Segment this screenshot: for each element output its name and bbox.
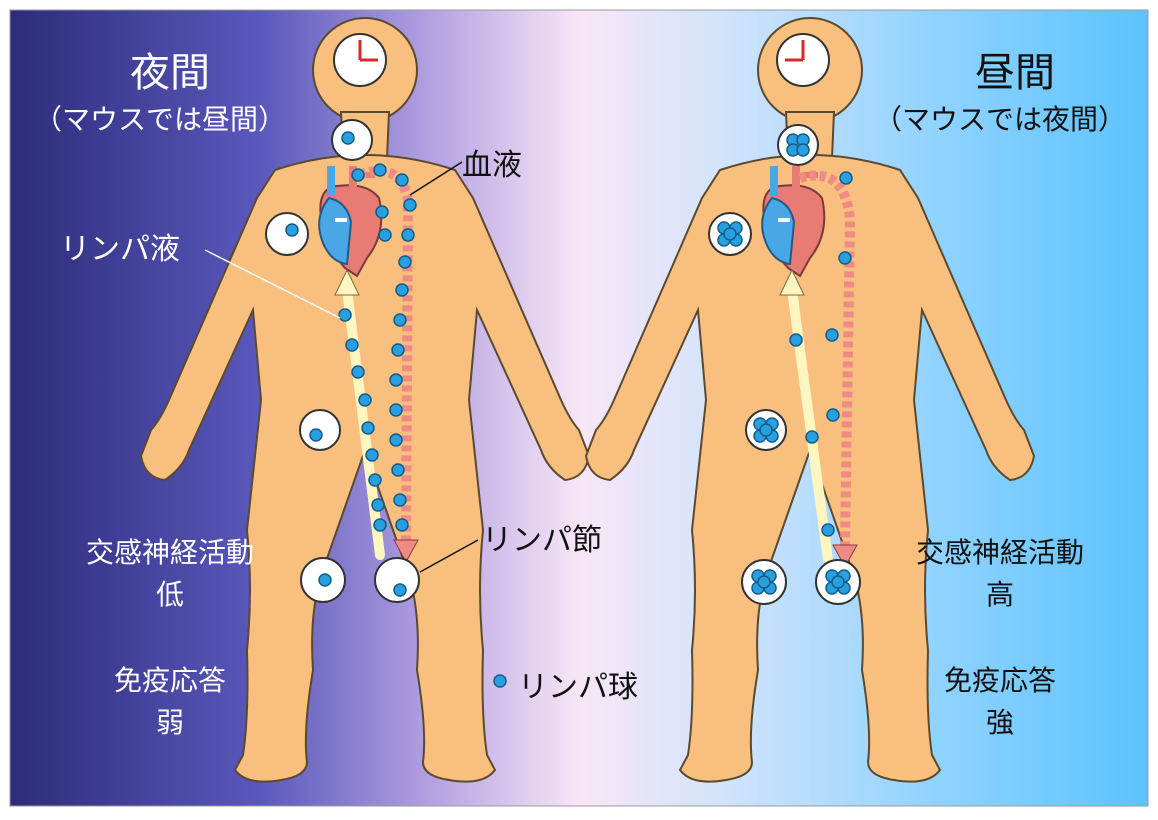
day-title: 昼間	[975, 50, 1055, 96]
night-nerve-text: 交感神経活動	[85, 536, 254, 569]
lymphocyte-legend-label: リンパ球	[518, 670, 638, 705]
night-clock-icon	[333, 33, 387, 87]
diagram-frame	[9, 9, 1149, 807]
day-lymph-node-groin	[745, 409, 787, 451]
lymph-node-leader-line	[419, 539, 479, 573]
day-clock-icon	[776, 33, 830, 87]
day-blood-path	[798, 170, 856, 546]
day-nerve-text: 交感神経活動	[915, 536, 1084, 569]
day-lymph-arrowhead	[779, 268, 805, 296]
day-lymph-node-knee-left	[741, 559, 787, 605]
lymph-fluid-leader-line	[204, 249, 341, 319]
day-blood-arrowhead	[832, 544, 858, 569]
night-immune-label: 免疫応答 弱	[30, 660, 310, 744]
lymph-node-callout: リンパ節	[482, 523, 602, 558]
lymphocyte-legend-marker	[493, 674, 507, 688]
night-blood-arrowhead	[393, 539, 419, 564]
day-nerve-label: 交感神経活動 高	[860, 532, 1140, 616]
night-nerve-label: 交感神経活動 低	[30, 532, 310, 616]
day-nerve-level: 高	[985, 578, 1014, 611]
night-lymph-arrowhead	[334, 268, 360, 296]
night-lymph-node-knee-right	[374, 557, 420, 603]
day-subtitle: （マウスでは夜間）	[873, 103, 1126, 136]
night-lymph-node-groin	[299, 409, 341, 451]
day-lymph-node-knee-right	[815, 559, 861, 605]
day-lymph-node-neck	[777, 124, 819, 166]
night-lymph-node-knee-left	[300, 557, 346, 603]
night-title: 夜間	[130, 50, 210, 96]
blood-leader-line	[409, 161, 463, 196]
day-lymph-node-axilla	[708, 212, 752, 256]
day-immune-label: 免疫応答 強	[860, 660, 1140, 744]
night-immune-text: 免疫応答	[113, 664, 226, 697]
night-nerve-level: 低	[155, 578, 184, 611]
night-lymph-node-axilla	[265, 212, 309, 256]
night-immune-level: 弱	[155, 706, 184, 739]
day-immune-level: 強	[985, 706, 1014, 739]
night-subtitle: （マウスでは昼間）	[33, 103, 286, 136]
night-lymph-path	[342, 285, 385, 560]
night-lymph-node-neck	[331, 119, 373, 161]
day-immune-text: 免疫応答	[943, 664, 1056, 697]
blood-callout: 血液	[462, 148, 522, 183]
lymph-fluid-callout: リンパ液	[60, 232, 180, 267]
